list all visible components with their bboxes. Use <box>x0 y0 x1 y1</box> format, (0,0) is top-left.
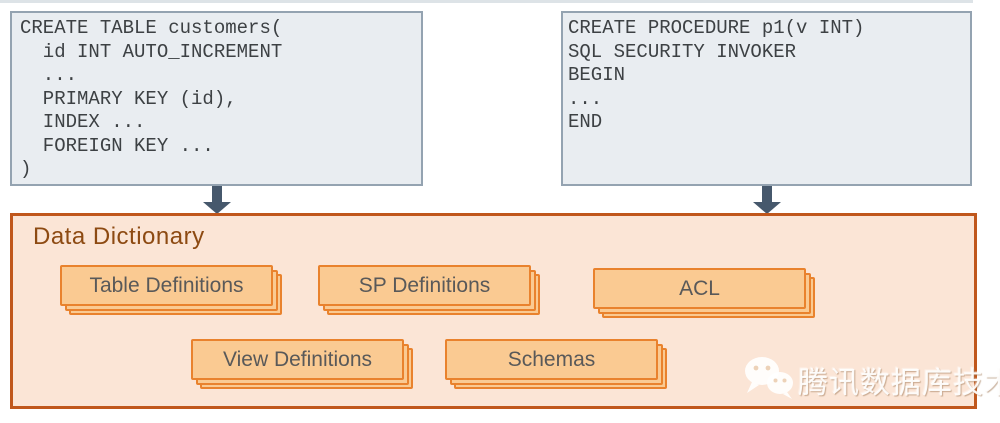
code-line: ) <box>20 158 32 180</box>
card-view-definitions: View Definitions <box>191 339 413 389</box>
code-line: SQL SECURITY INVOKER <box>568 40 797 63</box>
code-line: FOREIGN KEY ... <box>20 134 214 157</box>
card-label: ACL <box>679 276 720 300</box>
watermark: 腾讯数据库技术 <box>743 354 1000 405</box>
card-face: Table Definitions <box>60 265 273 306</box>
code-line: CREATE TABLE customers( <box>20 17 283 39</box>
code-line: ... <box>568 87 603 110</box>
code-line: END <box>568 111 603 133</box>
code-line: INDEX ... <box>20 111 146 133</box>
card-face: Schemas <box>445 339 658 380</box>
card-label: View Definitions <box>222 347 373 371</box>
card-label: SP Definitions <box>358 273 491 297</box>
create-procedure-code-box: CREATE PROCEDURE p1(v INT) SQL SECURITY … <box>561 11 972 186</box>
card-face: SP Definitions <box>318 265 531 306</box>
down-arrow-icon <box>753 186 781 214</box>
down-arrow-icon <box>203 186 231 214</box>
data-dictionary-title: Data Dictionary <box>33 223 205 250</box>
code-line: BEGIN <box>568 64 626 86</box>
code-line: CREATE PROCEDURE p1(v INT) <box>568 17 865 39</box>
card-label: Table Definitions <box>89 273 244 297</box>
card-table-definitions: Table Definitions <box>60 265 282 315</box>
wechat-logo-icon <box>743 354 795 405</box>
watermark-text: 腾讯数据库技术 <box>798 365 1000 401</box>
card-face: ACL <box>593 268 806 309</box>
card-face: View Definitions <box>191 339 404 380</box>
arrow-head <box>203 202 231 214</box>
card-schemas: Schemas <box>445 339 667 389</box>
card-acl: ACL <box>593 268 815 318</box>
data-dictionary-box: Data Dictionary Table Definitions SP Def… <box>10 213 1000 409</box>
code-line: id INT AUTO_INCREMENT <box>20 40 283 63</box>
code-line: ... <box>20 64 78 86</box>
top-edge-artifact-strip <box>0 0 973 3</box>
code-line: PRIMARY KEY (id), <box>20 87 237 110</box>
create-table-code-box: CREATE TABLE customers( id INT AUTO_INCR… <box>10 11 423 186</box>
arrow-stem <box>762 186 772 202</box>
card-label: Schemas <box>507 347 596 371</box>
card-sp-definitions: SP Definitions <box>318 265 540 315</box>
arrow-stem <box>212 186 222 202</box>
arrow-head <box>753 202 781 214</box>
